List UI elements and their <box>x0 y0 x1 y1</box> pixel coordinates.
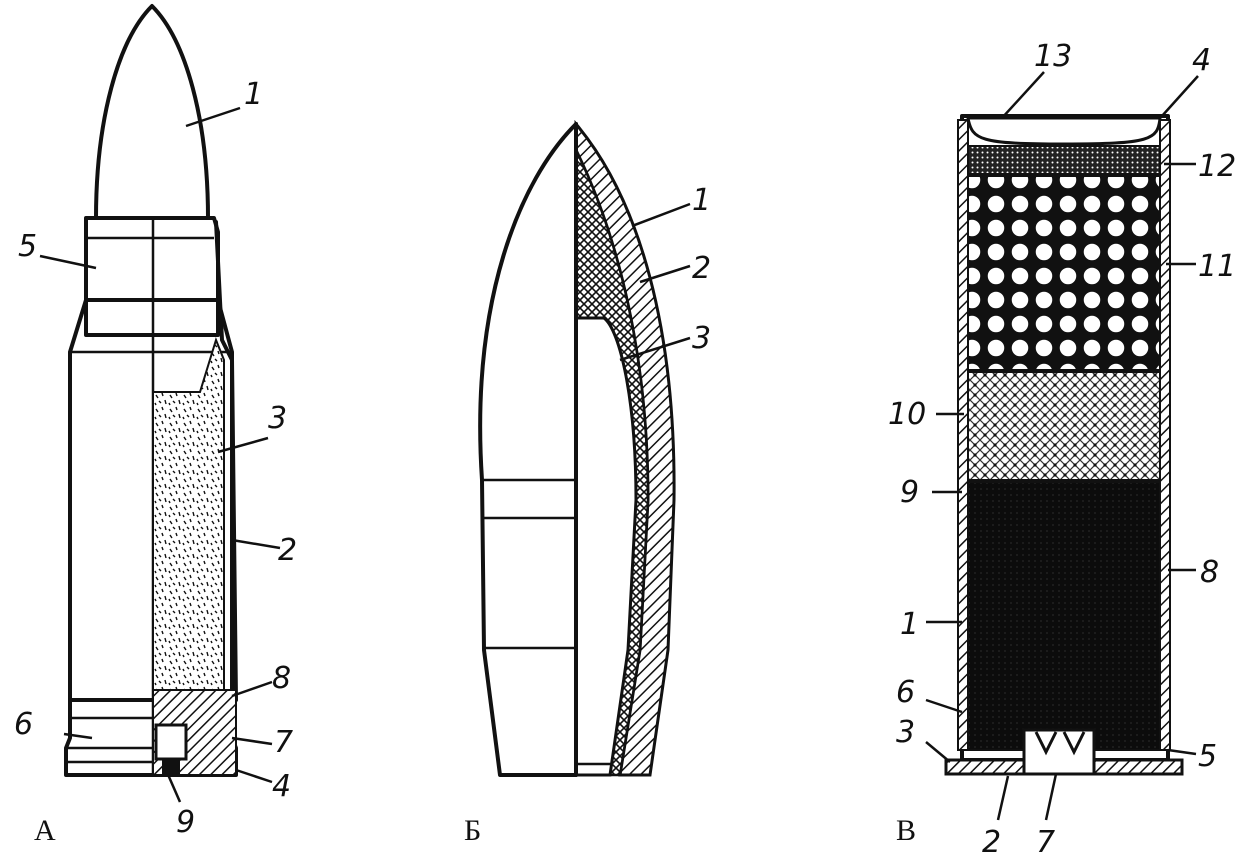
panel-v-top-wad <box>966 116 1162 146</box>
panel-v-label-8: 8 <box>1200 555 1219 590</box>
panel-b-core <box>574 316 638 777</box>
panel-a-label-9: 9 <box>176 805 195 840</box>
panel-v-label-2: 2 <box>982 825 1001 860</box>
panel-a-label-3: 3 <box>268 401 287 436</box>
panel-b-bullet-outline <box>478 122 578 777</box>
panel-a-label-7: 7 <box>274 725 293 760</box>
panel-a-label-8: 8 <box>272 661 291 696</box>
panel-a-bullet <box>94 4 210 220</box>
panel-b-label-1: 1 <box>692 183 711 218</box>
panel-v-label-4: 4 <box>1192 43 1211 78</box>
panel-a-label-1: 1 <box>244 77 263 112</box>
panel-v-wad-12 <box>965 145 1165 175</box>
panel-v-label-11: 11 <box>1198 249 1236 284</box>
panel-b-label-2: 2 <box>692 251 711 286</box>
panel-a-label-5: 5 <box>18 229 37 264</box>
panel-v-powder-8 <box>965 481 1165 751</box>
panel-v-label-3: 3 <box>896 715 915 750</box>
panel-b-label-3: 3 <box>692 321 711 356</box>
panel-v-label-9: 9 <box>900 475 919 510</box>
panel-v-label-1: 1 <box>900 607 919 642</box>
panel-a-label-2: 2 <box>278 533 297 568</box>
panel-b-bullet: 1 2 3 Б <box>464 119 711 847</box>
panel-v-label-5: 5 <box>1198 739 1217 774</box>
panel-a-cartridge: 1 5 3 2 8 6 7 4 9 А <box>14 4 297 847</box>
panel-v-shotshell: 13 4 12 11 10 9 8 1 6 3 5 2 7 В <box>888 39 1236 860</box>
panel-a-primer <box>154 723 188 761</box>
panel-v-label-7: 7 <box>1036 825 1055 860</box>
panel-v-caption: В <box>896 814 916 847</box>
panel-a-caption: А <box>34 814 56 847</box>
panel-a-label-6: 6 <box>14 707 33 742</box>
panel-v-label-6: 6 <box>896 675 915 710</box>
panel-a-powder <box>152 336 225 691</box>
panel-v-label-13: 13 <box>1034 39 1072 74</box>
panel-v-wad-10 <box>965 371 1165 481</box>
panel-v-label-12: 12 <box>1198 149 1236 184</box>
panel-v-label-10: 10 <box>888 397 926 432</box>
panel-a-label-4: 4 <box>272 769 291 804</box>
panel-v-primer <box>1022 728 1096 776</box>
panel-v-shot-11 <box>965 175 1165 371</box>
panel-b-caption: Б <box>464 814 481 847</box>
